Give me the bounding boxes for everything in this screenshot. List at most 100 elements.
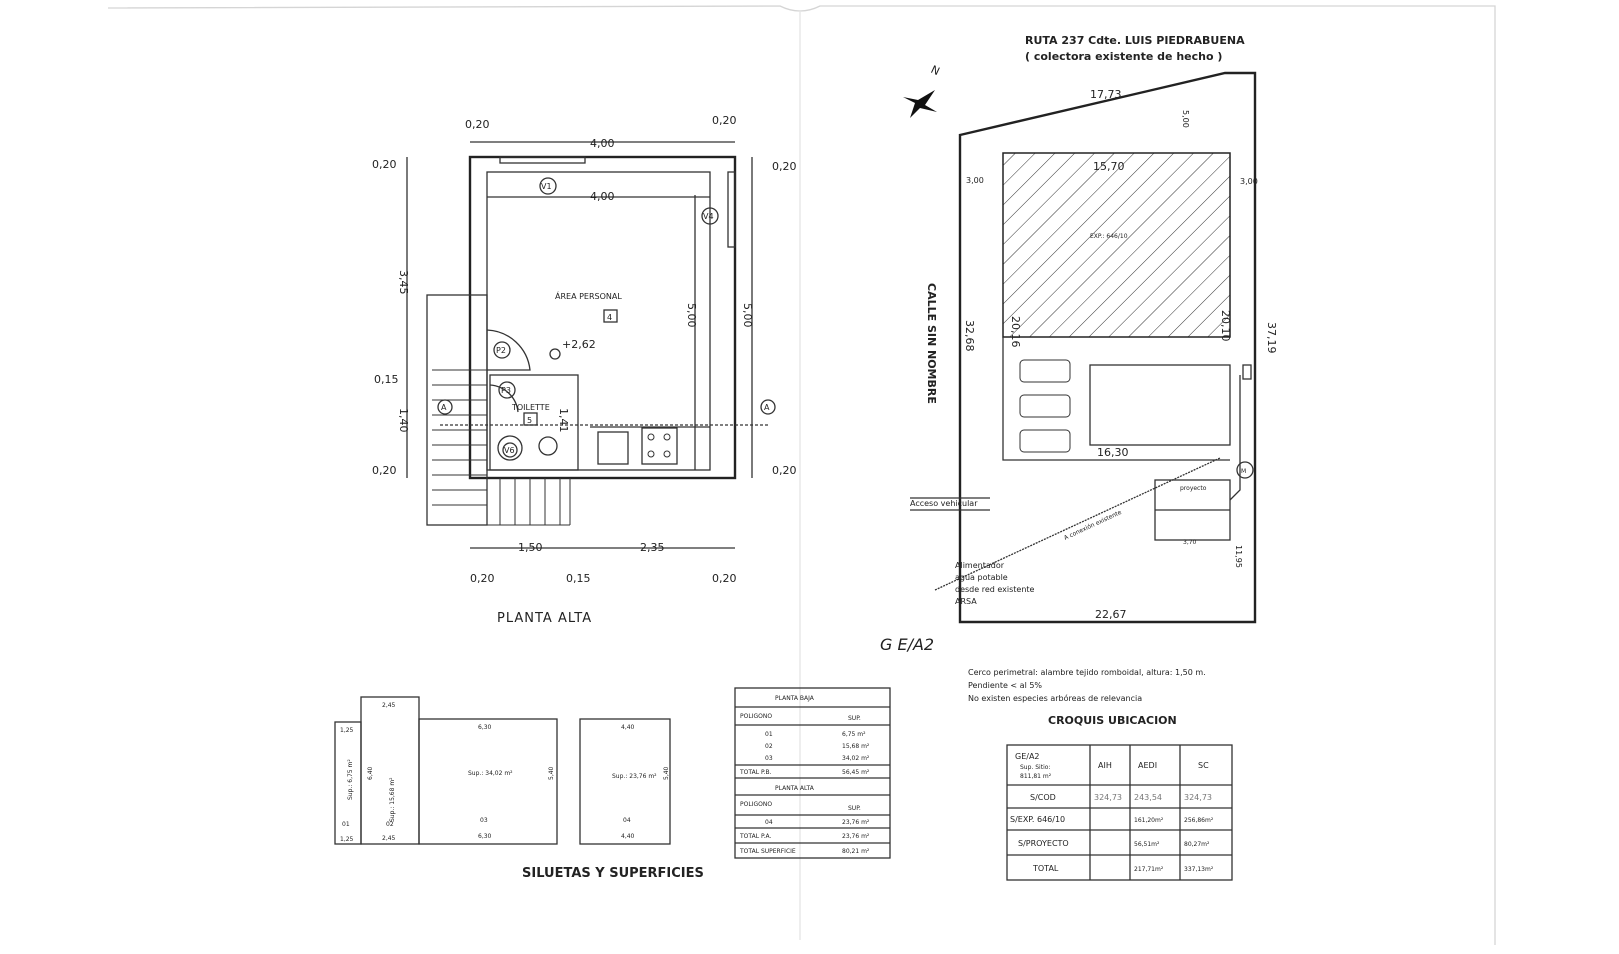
room-label: ÁREA PERSONAL (555, 290, 622, 301)
meter-icon (1236, 461, 1254, 479)
dim-right-top: 0,20 (772, 160, 797, 173)
dim-top-left: 0,20 (465, 118, 490, 131)
dim-top-right: 0,20 (712, 114, 737, 127)
zone-row1-label: S/COD (1030, 793, 1056, 802)
p04-bottom: 4,40 (621, 833, 635, 840)
car-icons (1019, 359, 1071, 453)
tag-v4: V4 (703, 212, 714, 221)
note-trees: No existen especies arbóreas de relevanc… (968, 693, 1142, 703)
zone-row1-sc: 324,73 (1184, 793, 1212, 802)
zone-row2-sc: 256,86m² (1184, 817, 1214, 824)
dim-left-top: 0,20 (372, 158, 397, 171)
p04-sup: Sup.: 23,76 m² (612, 773, 657, 780)
kitchen-sink (597, 431, 629, 465)
zoning-table: GE/A2 Sup. Sitio: 811,81 m² AIH AEDI SC … (1006, 744, 1233, 881)
dim-bottom-235: 2,35 (640, 541, 665, 554)
p04-label: 04 (623, 817, 631, 824)
p01-label: 01 (342, 821, 350, 828)
site-dim-carport: 16,30 (1097, 446, 1129, 459)
tag-v1: V1 (541, 182, 552, 191)
dim-bottom-015: 0,15 (566, 572, 591, 585)
p02-sup: Sup.: 15,68 m² (389, 777, 396, 822)
sheet-code: G E/A2 (880, 635, 934, 654)
hatch-label: EXP.: 646/10 (1090, 233, 1128, 240)
pb-title: PLANTA BAJA (775, 695, 815, 702)
dim-inner-500: 5,00 (685, 303, 698, 328)
toilet-label: TOILETTE (511, 403, 550, 412)
stair-steps (432, 369, 571, 526)
water-note-line1: Alimentador (955, 561, 1005, 570)
pb-row3-sup: 34,02 m² (842, 755, 870, 762)
pa-total-value: 23,76 m² (842, 833, 870, 840)
site-plan: RUTA 237 Cdte. LUIS PIEDRABUENA ( colect… (880, 34, 1278, 727)
p02-top: 2,45 (382, 702, 396, 709)
site-dim-left: 32,68 (963, 320, 976, 352)
window-v1 (499, 156, 586, 164)
site-dim-left-setback: 3,00 (966, 176, 984, 185)
door-p2 (486, 329, 531, 371)
zone-header-aedi: AEDI (1138, 761, 1157, 770)
zone-row3-label: S/PROYECTO (1018, 839, 1069, 848)
site-dim-right-setback: 3,00 (1240, 177, 1258, 186)
site-dim-annex-side: 11,95 (1234, 545, 1243, 568)
north-arrow-icon: N (903, 63, 942, 118)
water-note-line3: desde red existente (955, 585, 1035, 594)
toilet-fixture (497, 435, 523, 461)
site-dim-hatch-right: 20,10 (1219, 310, 1232, 342)
street-left-label: CALLE SIN NOMBRE (925, 283, 938, 404)
note-fence: Cerco perimetral: alambre tejido romboid… (968, 668, 1206, 677)
dim-left-bottom: 0,20 (372, 464, 397, 477)
toilet-number: 5 (527, 416, 532, 425)
p01-bottom: 1,25 (340, 836, 354, 843)
grand-total-label: TOTAL SUPERFICIE (739, 848, 796, 855)
tag-p2: P2 (496, 346, 506, 355)
p04-side: 5,40 (663, 766, 670, 780)
cut-marker-left: A (441, 403, 447, 412)
annex-label: proyecto (1180, 485, 1207, 492)
pb-total-value: 56,45 m² (842, 769, 870, 776)
zone-row1-aih: 324,73 (1094, 793, 1122, 802)
dim-bottom-150: 1,50 (518, 541, 543, 554)
site-dim-annex-bottom: 3,70 (1183, 539, 1197, 546)
area-table: PLANTA BAJA POLIGONO SUP. 01 6,75 m² 02 … (734, 687, 891, 859)
pb-total-label: TOTAL P.B. (739, 769, 772, 776)
access-label: Acceso vehicular (910, 499, 978, 508)
p02-label: 02 (386, 821, 394, 828)
pb-row3-poly: 03 (765, 755, 773, 762)
water-note-line4: ARSA (955, 597, 977, 606)
p03-label: 03 (480, 817, 488, 824)
zone-row4-sc: 337,13m² (1184, 866, 1214, 873)
project-building (1089, 364, 1231, 446)
pb-row1-poly: 01 (765, 731, 773, 738)
dim-left-015: 0,15 (374, 373, 399, 386)
door-p3 (489, 384, 519, 413)
site-dim-right: 37,19 (1265, 322, 1278, 354)
cut-marker-right: A (764, 403, 770, 412)
silhouettes-caption: SILUETAS Y SUPERFICIES (522, 866, 704, 881)
dim-toilet-141: 1,41 (557, 408, 570, 433)
toilet-room (489, 374, 579, 471)
dim-right-500: 5,00 (741, 303, 754, 328)
p03-sup: Sup.: 34,02 m² (468, 770, 513, 777)
zone-header-aih: AIH (1098, 761, 1112, 770)
pa-row1-poly: 04 (765, 819, 773, 826)
sink-fixture (538, 436, 558, 456)
dim-bottom-020a: 0,20 (470, 572, 495, 585)
site-dim-top: 17,73 (1090, 88, 1122, 101)
site-dim-hatch-width: 15,70 (1093, 160, 1125, 173)
p03-bottom: 6,30 (478, 833, 492, 840)
zone-row4-label: TOTAL (1032, 864, 1059, 873)
room-number: 4 (607, 313, 612, 322)
stair-area (426, 294, 488, 526)
water-note-line2: agua potable (955, 573, 1008, 582)
pa-title: PLANTA ALTA (775, 785, 815, 792)
pa-total-label: TOTAL P.A. (739, 833, 772, 840)
level-marker-icon (549, 348, 561, 360)
dim-left-345: 3,45 (397, 270, 410, 295)
zone-row1-aedi: 243,54 (1134, 793, 1162, 802)
p03-top: 6,30 (478, 724, 492, 731)
dim-width-inner: 4,00 (590, 190, 615, 203)
p02-side: 6,40 (367, 766, 374, 780)
